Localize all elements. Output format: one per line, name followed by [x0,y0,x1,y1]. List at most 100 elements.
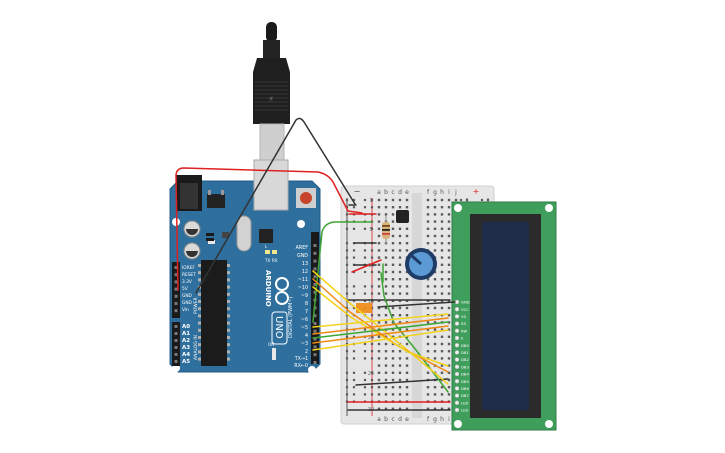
breadboard-hole [426,407,430,410]
rail-hole [345,270,349,274]
chip-leg [227,321,230,325]
usb-cable: ⚡ [253,22,290,161]
rail-hole [363,256,367,259]
lcd-pin [454,400,460,406]
rail-hole [370,256,374,259]
chip-leg [198,321,201,325]
rail-hole [370,350,374,353]
breadboard-hole [447,278,451,281]
lcd-pin [454,306,460,312]
usb-jack [253,159,289,211]
rail-hole [352,198,356,202]
breadboard-hole [391,386,395,389]
breadboard-hole [377,364,381,367]
breadboard-hole [405,292,409,295]
breadboard-hole [440,393,444,396]
rail-hole [352,386,356,389]
header-pin [313,314,317,318]
header-pin [174,273,178,277]
header-pin [313,283,317,286]
chip-leg [198,357,201,361]
board-name-label: UNO [273,316,284,339]
header-pin [313,345,317,349]
breadboard-hole [405,198,409,202]
breadboard-hole [426,342,430,346]
breadboard-hole [426,292,430,295]
rail-hole [352,350,356,353]
lcd-pin-label: DB4 [461,372,470,377]
rail-hole [345,357,349,360]
digital-pin-label: 7 [305,309,308,315]
breadboard-hole [440,292,444,295]
digital-pin-label: 12 [302,269,308,275]
breadboard-hole [447,198,451,202]
breadboard-hole [384,292,388,295]
rail-hole [370,371,374,374]
breadboard-hole [447,242,451,245]
breadboard-hole [426,335,430,338]
breadboard-hole [398,292,402,295]
chip-leg [198,307,201,311]
breadboard-hole [398,299,402,302]
breadboard-hole [440,206,444,209]
rail-hole [370,342,374,346]
lcd-pin-label: GND [461,300,470,305]
chip-leg [198,336,201,339]
arduino-logo [275,277,289,305]
rail-hole [363,386,367,389]
breadboard-hole [426,393,430,396]
wire-black [195,117,356,294]
column-letter: h [440,416,444,423]
lcd-pin [454,378,460,384]
rail-hole [345,292,349,295]
breadboard-hole [377,285,381,288]
chip-leg [227,264,230,267]
breadboard-hole [447,306,451,310]
led-indicator [265,250,270,254]
breadboard-hole [398,263,402,266]
wire-red [351,259,382,273]
breadboard-hole [384,249,388,252]
breadboard-hole [433,292,437,295]
lcd-pin-label: DB5 [461,379,470,384]
breadboard-hole [391,335,395,338]
rail-hole [345,249,349,252]
rail-hole [352,227,356,230]
wire-yellow [312,329,449,351]
lcd-pin-label: DB1 [461,350,470,355]
chip-leg [227,300,230,303]
potentiometer[interactable] [405,248,437,280]
row-number: 5 [369,227,372,233]
breadboard-hole [377,299,381,302]
lcd-pin-label: DB0 [461,343,470,348]
breadboard-hole [426,220,430,223]
breadboard-hole [384,393,388,396]
breadboard-hole [391,206,395,209]
chip-leg [227,285,230,289]
wire-green [380,272,449,393]
breadboard-hole [391,242,395,245]
breadboard-hole [440,306,444,310]
rail-hole [459,198,463,202]
rail-hole [345,400,349,403]
analog-pin-label: A0 [182,324,190,330]
breadboard-hole [398,386,402,389]
column-letter: h [440,189,444,196]
header-pin [174,302,178,305]
lcd-pin-label: RW [461,328,467,333]
chip-leg [198,292,201,296]
header-pin [174,280,178,284]
rail-hole [363,299,367,302]
column-letter: g [433,189,437,196]
rail-hole [345,378,349,382]
breadboard-hole [447,371,451,374]
arduino-uno-board: TX RX L ON IOREF RESET 3.3V 5V GND GND V… [169,159,321,374]
column-letter: a [377,416,381,423]
breadboard-hole [398,270,402,274]
chip-leg [227,314,230,318]
mount-hole [308,366,316,374]
breadboard-hole [398,234,402,238]
breadboard-hole [405,270,409,274]
rail-hole [363,285,367,288]
breadboard-hole [433,393,437,396]
